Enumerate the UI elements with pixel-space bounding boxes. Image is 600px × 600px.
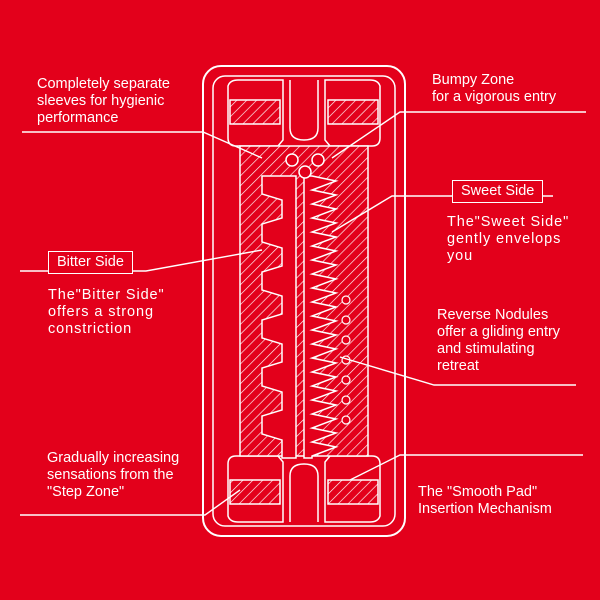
step-zone-label: Gradually increasing sensations from the… <box>47 450 180 500</box>
reverse-nodule <box>341 395 351 405</box>
reverse-nodule <box>341 315 351 325</box>
reverse-nodule <box>341 415 351 425</box>
smooth-pad-label: The "Smooth Pad" Insertion Mechanism <box>418 484 552 517</box>
top-pad-right <box>327 99 379 125</box>
outer-casing <box>202 65 406 537</box>
reverse-nodule <box>341 335 351 345</box>
bottom-pad-right <box>327 479 379 505</box>
top-pad-left <box>229 99 281 125</box>
reverse-nodules-label: Reverse Nodules offer a gliding entry an… <box>437 307 561 374</box>
bitter-side-description: The"Bitter Side" offers a strong constri… <box>48 287 165 337</box>
bottom-cap <box>227 455 381 523</box>
bitter-side-channel <box>261 175 297 459</box>
sweet-side-badge: Sweet Side <box>452 180 544 203</box>
top-cap <box>227 79 381 147</box>
sweet-side-description: The"Sweet Side" gently envelops you <box>447 214 570 264</box>
reverse-nodule <box>341 375 351 385</box>
reverse-nodule <box>341 295 351 305</box>
bitter-side-badge: Bitter Side <box>48 251 133 274</box>
sleeves-label: Completely separate sleeves for hygienic… <box>37 76 170 126</box>
bumpy-zone-bumps <box>285 153 325 179</box>
bumpy-zone-label: Bumpy Zone for a vigorous entry <box>432 72 557 105</box>
sweet-side-channel <box>303 175 339 459</box>
inner-casing <box>212 75 396 527</box>
inner-canal <box>261 175 351 459</box>
